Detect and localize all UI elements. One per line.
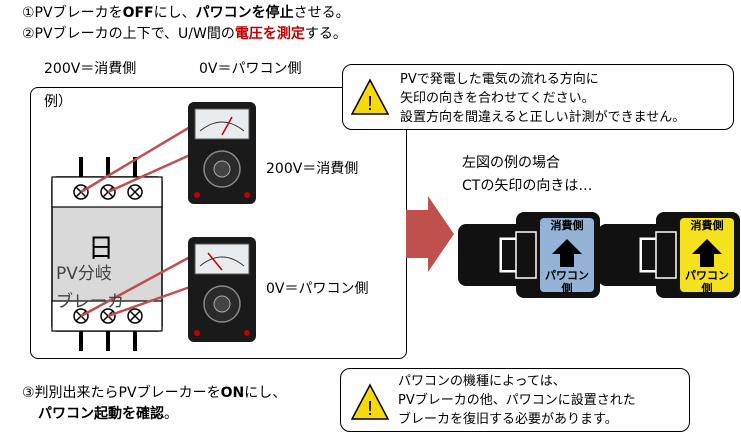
step-1-mid: にし、 <box>153 5 196 21</box>
step-2-measure-voltage: 電圧を測定 <box>234 26 305 42</box>
step-1-off: OFF <box>122 5 154 21</box>
ct-sensor-yellow <box>598 212 740 298</box>
meter-bottom-label: 0V＝パワコン側 <box>266 281 369 297</box>
multimeter-top <box>188 102 256 204</box>
step-2-suffix: する。 <box>304 26 347 42</box>
callout-top-line1: PVで発電した電気の流れる方向に <box>400 72 599 87</box>
callout-top-line3: 設置方向を間違えると正しい計測ができません。 <box>400 110 686 125</box>
warning-mark: ! <box>367 93 373 115</box>
ct-yellow-top-label: 消費側 <box>690 219 724 232</box>
meter-top-label: 200V＝消費側 <box>266 161 359 177</box>
ct-sensor-blue <box>458 212 600 298</box>
breaker-measurement-illustration <box>51 102 256 351</box>
step-3-on: ON <box>220 385 245 401</box>
label-0v-pcs: 0V＝パワコン側 <box>199 61 302 77</box>
warning-mark-bottom: ! <box>367 398 373 420</box>
label-200v-consumption: 200V＝消費側 <box>44 61 137 77</box>
step-3-line2-suffix: 。 <box>164 406 178 422</box>
callout-top-line2: 矢印の向きを合わせてください。 <box>400 91 595 106</box>
warning-icon-bottom: ! <box>350 383 390 420</box>
breaker-label-line1: PV分岐 <box>56 264 112 284</box>
breaker-symbol: 日 <box>88 234 115 264</box>
ct-blue-bottom-label1: パワコン <box>545 269 589 282</box>
right-text-line2: CTの矢印の向きは… <box>462 178 593 194</box>
ct-blue-bottom-label2: 側 <box>561 282 573 295</box>
step-1-prefix: ①PVブレーカを <box>22 5 123 21</box>
multimeter-bottom <box>188 237 256 342</box>
step-2-prefix: ②PVブレーカの上下で、U/W間の <box>22 26 235 42</box>
step-1-suffix: させる。 <box>293 5 350 21</box>
callout-bottom-line3: ブレーカを復旧する必要があります。 <box>398 412 618 427</box>
callout-direction-warning <box>342 64 734 130</box>
step-3-confirm-startup: パワコン起動を確認 <box>38 406 164 422</box>
step-3-prefix: ③判別出来たらPVブレーカーを <box>22 385 221 401</box>
callout-pcs-breaker-note <box>340 368 690 432</box>
ct-yellow-bottom-label2: 側 <box>701 282 713 295</box>
ct-blue-top-label: 消費側 <box>550 219 584 232</box>
step-3-line2: パワコン起動を確認。 <box>38 407 178 421</box>
callout-bottom-line1: パワコンの機種によっては、 <box>398 374 566 389</box>
ct-yellow-bottom-label1: パワコン <box>685 269 729 282</box>
breaker-bottom-wires <box>79 329 137 351</box>
meter-leads <box>80 125 191 318</box>
example-label: 例） <box>44 94 72 110</box>
callout-bottom-line2: PVブレーカの他、パワコンに設置された <box>398 393 636 408</box>
breaker-label-line2: ブレーカ <box>56 292 124 312</box>
right-arrow <box>406 196 454 272</box>
step-1-text: ①PVブレーカをOFFにし、パワコンを停止させる。 <box>22 6 350 20</box>
warning-icon: ! <box>350 78 390 115</box>
step-1-stop-pcs: パワコンを停止 <box>195 5 294 21</box>
right-text-line1: 左図の例の場合 <box>462 155 560 171</box>
step-2-text: ②PVブレーカの上下で、U/W間の電圧を測定する。 <box>22 27 347 41</box>
step-3-suffix: にし、 <box>244 385 287 401</box>
step-3-line1: ③判別出来たらPVブレーカーをONにし、 <box>22 386 286 400</box>
